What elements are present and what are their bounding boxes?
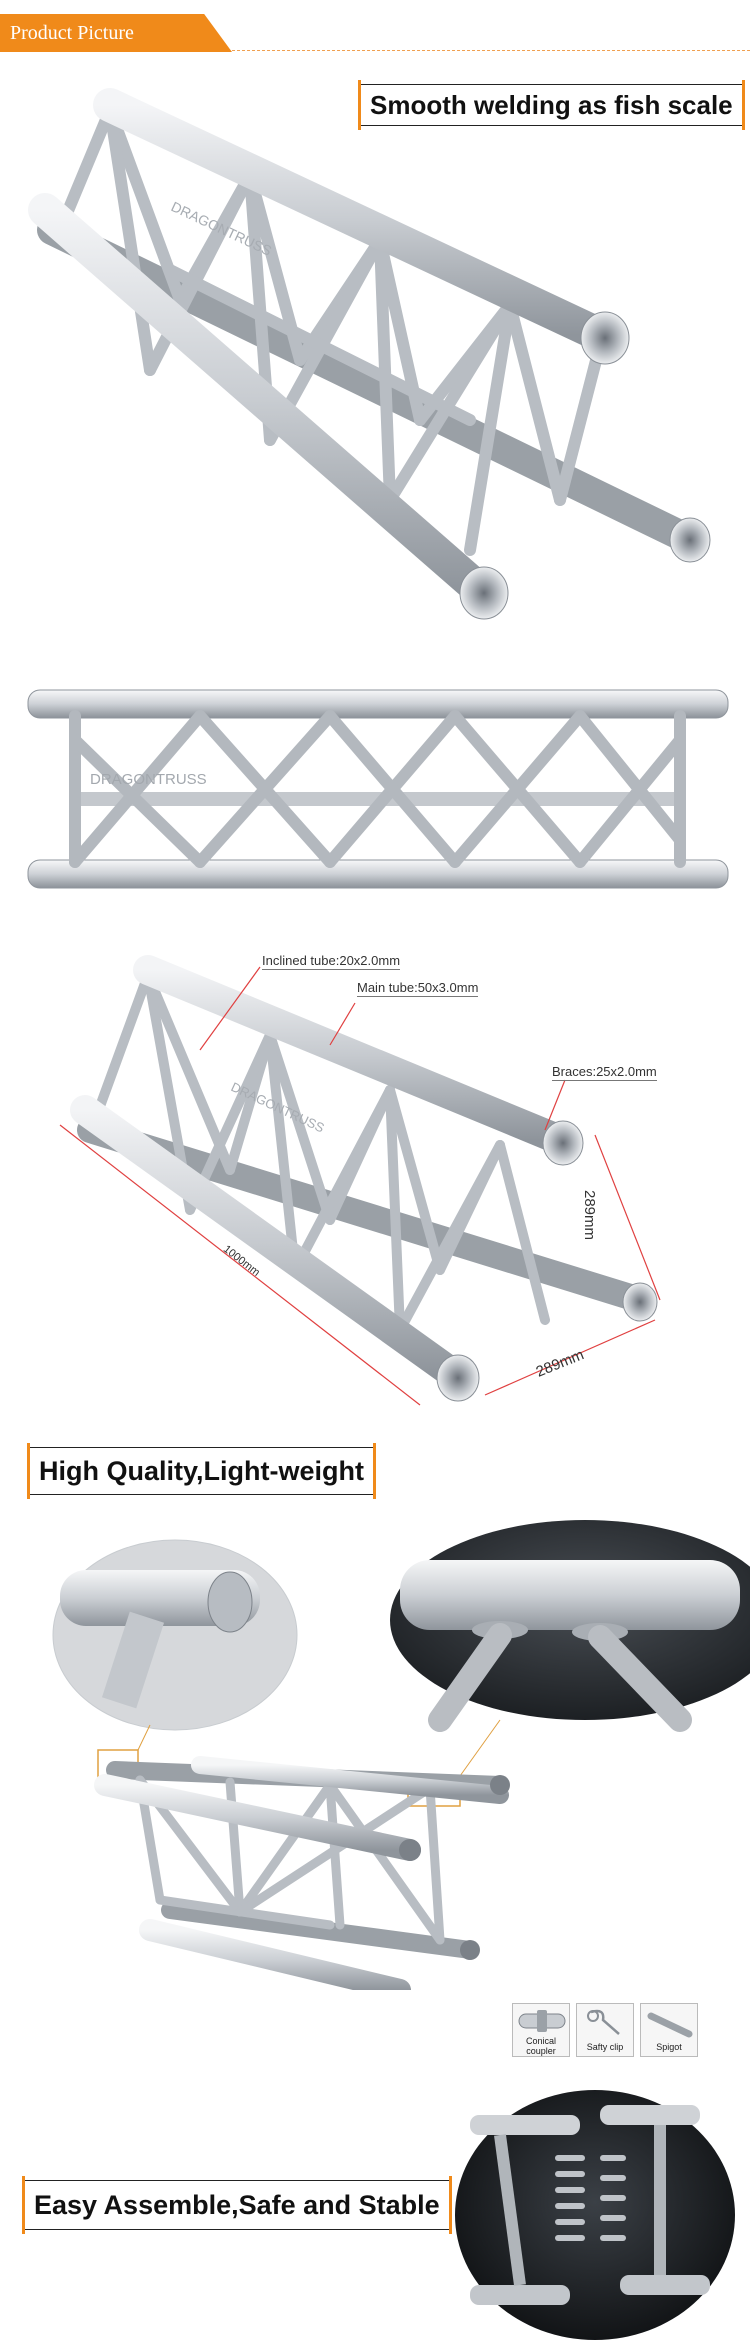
square-truss-weld-detail-image (52, 1520, 750, 1990)
spigot-icon (647, 2012, 693, 2038)
accessory-conical-coupler: Conical coupler (512, 2003, 570, 2057)
easy-assemble-title-text: Easy Assemble,Safe and Stable (22, 2180, 452, 2230)
smooth-welding-title: Smooth welding as fish scale (358, 80, 745, 130)
conical-coupler-icon (518, 2010, 566, 2032)
high-quality-title-text: High Quality,Light-weight (27, 1447, 376, 1495)
connector-assembly-image (455, 2090, 735, 2340)
accessory-label: Safty clip (586, 2042, 624, 2052)
watermark-text: DRAGONTRUSS (90, 771, 207, 788)
header-dashed-divider (232, 50, 750, 51)
easy-assemble-title: Easy Assemble,Safe and Stable (22, 2176, 452, 2234)
truss-side-view-image: DRAGONTRUSS (27, 689, 729, 889)
accessory-safety-clip: Safty clip (576, 2003, 634, 2057)
accessory-label: Spigot (656, 2042, 682, 2052)
section-tab-product-picture: Product Picture (0, 14, 232, 52)
smooth-welding-title-text: Smooth welding as fish scale (358, 84, 745, 126)
section-tab-label: Product Picture (10, 22, 134, 44)
inclined-tube-label: Inclined tube:20x2.0mm (262, 953, 401, 970)
accessory-label: Conical (525, 2036, 556, 2046)
truss-dimension-image: DRAGONTRUSS (59, 955, 661, 1406)
accessory-spigot: Spigot (640, 2003, 698, 2057)
accessory-label: coupler (526, 2046, 556, 2056)
main-tube-label: Main tube:50x3.0mm (357, 980, 479, 997)
high-quality-title: High Quality,Light-weight (27, 1443, 376, 1499)
height-dimension-label: 289mm (581, 1190, 598, 1241)
braces-label: Braces:25x2.0mm (552, 1064, 657, 1081)
safety-clip-icon (587, 2009, 620, 2035)
triangle-truss-image: DRAGONTRUSS (28, 88, 711, 620)
